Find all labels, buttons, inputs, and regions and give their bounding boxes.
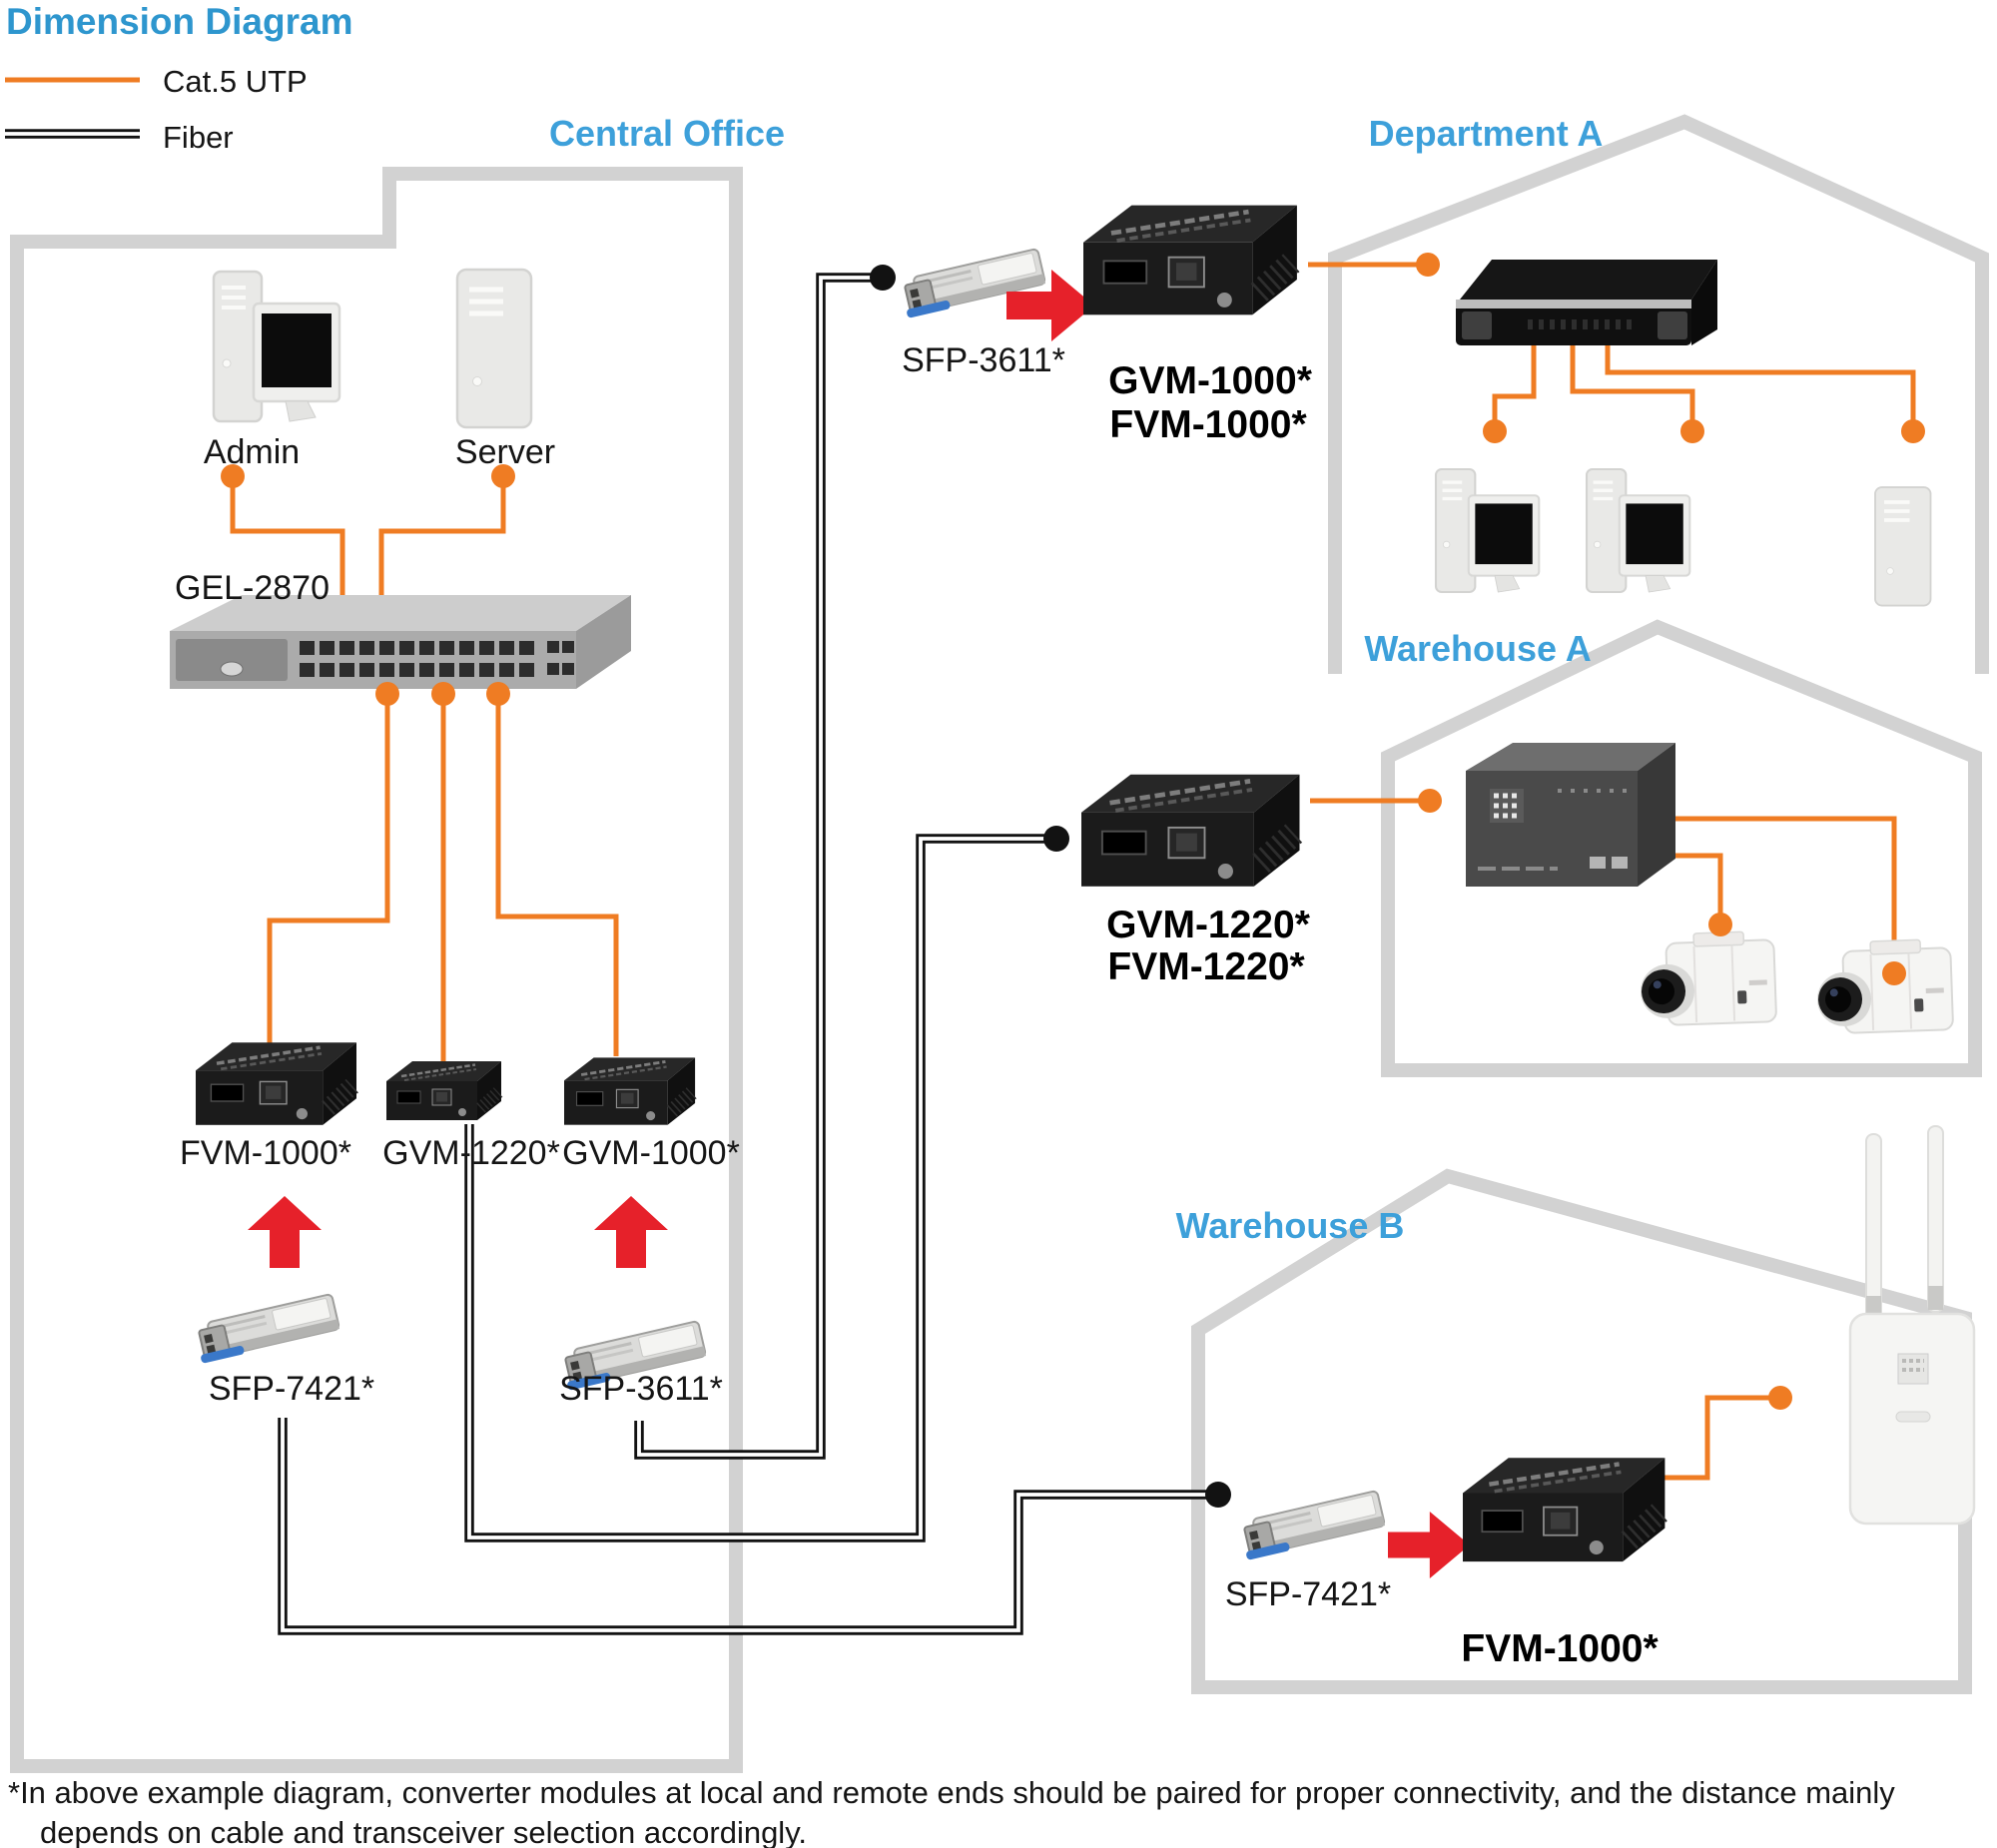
label-admin: Admin (204, 433, 300, 471)
label-fvm-1000-central: FVM-1000* (180, 1134, 351, 1172)
label-server: Server (455, 433, 555, 471)
admin-pc-icon (212, 270, 341, 423)
label-gvm-1220-mid: GVM-1220* (1106, 904, 1311, 946)
workstation-tower-icon (1873, 485, 1933, 608)
fiber-link-sfp7421-to-warehouse-b (278, 1418, 1208, 1635)
ip-camera-icon (1638, 929, 1778, 1027)
department-a-outline (1328, 114, 1989, 674)
page-title: Dimension Diagram (6, 1, 352, 42)
sfp-module-icon (1237, 1489, 1388, 1562)
cat5-connection-dots (221, 253, 1925, 1410)
label-sfp-7421-wb: SFP-7421* (1225, 1575, 1391, 1613)
footnote-line1: *In above example diagram, converter mod… (8, 1775, 1895, 1810)
section-label-central-office: Central Office (549, 113, 785, 154)
red-up-arrow-icon (594, 1196, 668, 1268)
server-icon (457, 270, 531, 427)
workstation-pc-icon (1434, 467, 1541, 594)
nvr-icon (1466, 743, 1675, 887)
section-label-warehouse-b: Warehouse B (1176, 1205, 1405, 1246)
media-converter-icon (196, 1042, 356, 1125)
label-sfp-7421-central: SFP-7421* (209, 1370, 374, 1408)
label-sfp-3611-central: SFP-3611* (559, 1370, 723, 1408)
media-converter-icon (386, 1061, 501, 1120)
warehouse-a-outline (1381, 619, 1982, 1077)
label-fvm-1000-top: FVM-1000* (1109, 403, 1307, 446)
label-gvm-1000-top: GVM-1000* (1108, 359, 1313, 402)
legend: Cat.5 UTP Fiber (5, 64, 308, 155)
label-gvm-1000-central: GVM-1000* (562, 1134, 740, 1172)
central-office-outline (10, 167, 743, 1773)
department-switch-icon (1456, 260, 1717, 345)
sfp-module-icon (192, 1292, 342, 1366)
fiber-link-gvm1220-to-warehouse-a (464, 834, 1046, 1542)
access-point-icon (1848, 1125, 1976, 1526)
label-gel-2870: GEL-2870 (175, 569, 330, 607)
fiber-connection-dots (870, 265, 1231, 1508)
fiber-link-sfp3611-to-department-a (634, 273, 873, 1460)
footnote-line2: depends on cable and transceiver selecti… (40, 1815, 807, 1848)
cat5-links (230, 262, 1916, 1481)
red-right-arrow-icon (1388, 1512, 1470, 1578)
legend-fiber-label: Fiber (163, 120, 234, 155)
workstation-pc-icon (1585, 467, 1691, 594)
media-converter-icon (1083, 206, 1297, 315)
ip-camera-icon (1814, 937, 1955, 1035)
warehouse-b-outline (1191, 1168, 1972, 1694)
gel-2870-switch-icon (170, 595, 631, 689)
section-label-warehouse-a: Warehouse A (1364, 628, 1591, 669)
label-gvm-1220-central: GVM-1220* (382, 1134, 560, 1172)
section-label-department-a: Department A (1369, 113, 1604, 154)
label-fvm-1220-mid: FVM-1220* (1107, 945, 1305, 988)
legend-cat5-label: Cat.5 UTP (163, 64, 308, 99)
label-fvm-1000-wb: FVM-1000* (1461, 1627, 1659, 1670)
media-converter-icon (1463, 1458, 1664, 1561)
red-up-arrow-icon (248, 1196, 322, 1268)
label-sfp-3611-top: SFP-3611* (902, 341, 1065, 379)
media-converter-icon (564, 1057, 695, 1124)
media-converter-icon (1081, 775, 1300, 887)
